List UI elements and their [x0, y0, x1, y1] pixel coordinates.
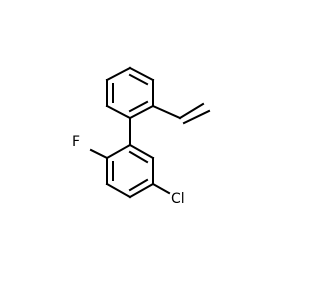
bond: [105, 66, 132, 82]
molecule-structure: F Cl: [72, 66, 211, 207]
fluorine-atom-label: F: [72, 134, 80, 150]
double-bond-inner: [128, 178, 149, 192]
bond: [128, 104, 155, 120]
double-bond-inner: [128, 150, 149, 164]
bond: [105, 182, 132, 199]
bond: [128, 143, 155, 160]
bond: [151, 104, 182, 120]
double-bond-inner: [128, 73, 149, 86]
upper-phenyl-ring: [105, 66, 155, 120]
double-bond-inner: [128, 100, 149, 113]
chlorine-atom-label: Cl: [171, 191, 185, 207]
vinyl-group: [151, 102, 211, 125]
substituent-bonds: [89, 148, 171, 195]
lower-phenyl-ring: [105, 143, 155, 199]
bond: [105, 143, 132, 160]
bond: [128, 66, 155, 82]
vinyl-double-bond: [178, 102, 205, 120]
bond: [105, 104, 132, 120]
c-cl-bond: [151, 182, 171, 195]
bond: [128, 182, 155, 199]
c-f-bond: [89, 148, 109, 160]
vinyl-double-bond-inner: [182, 109, 211, 125]
